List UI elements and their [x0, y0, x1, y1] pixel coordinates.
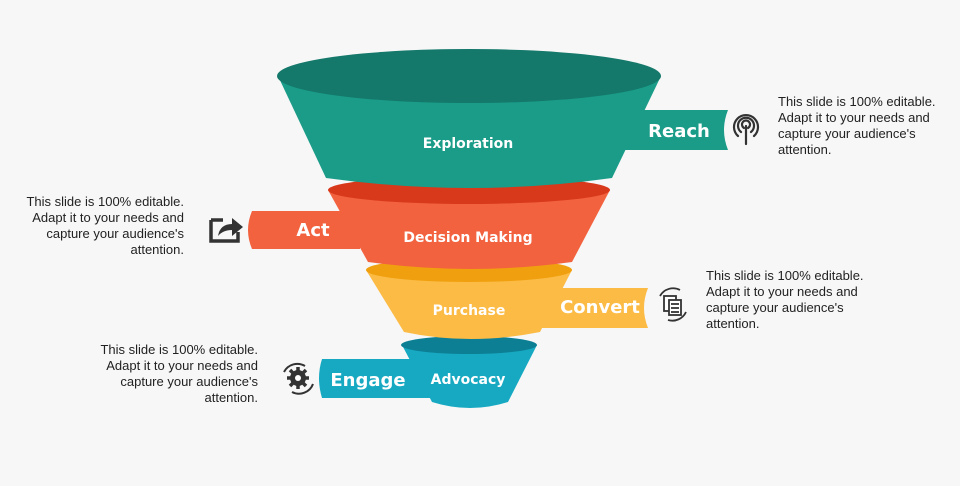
ribbon-engage: [319, 359, 440, 398]
funnel-band-exploration: [277, 49, 661, 188]
stage-label-purchase: Purchase: [433, 303, 506, 319]
stage-label-advocacy: Advocacy: [431, 372, 506, 388]
funnel-band-purchase: [366, 258, 572, 339]
tag-engage: Engage: [330, 370, 405, 391]
share-arrow-icon: [209, 218, 243, 243]
tag-convert: Convert: [560, 297, 640, 318]
description-reach: This slide is 100% editable. Adapt it to…: [778, 94, 936, 157]
gear-sync-icon: [283, 362, 314, 395]
stage-label-exploration: Exploration: [423, 136, 513, 152]
ribbon-act: [248, 211, 360, 249]
funnel-band-advocacy: [401, 336, 537, 408]
document-sync-icon: [659, 287, 687, 322]
tag-reach: Reach: [648, 121, 710, 142]
funnel-band-decision-making: [328, 176, 610, 269]
antenna-signal-icon: [732, 114, 760, 146]
description-act: This slide is 100% editable. Adapt it to…: [26, 194, 184, 257]
tag-act: Act: [296, 220, 330, 241]
description-engage: This slide is 100% editable. Adapt it to…: [100, 342, 258, 405]
stage-label-decision-making: Decision Making: [403, 230, 532, 246]
description-convert: This slide is 100% editable. Adapt it to…: [706, 268, 864, 331]
